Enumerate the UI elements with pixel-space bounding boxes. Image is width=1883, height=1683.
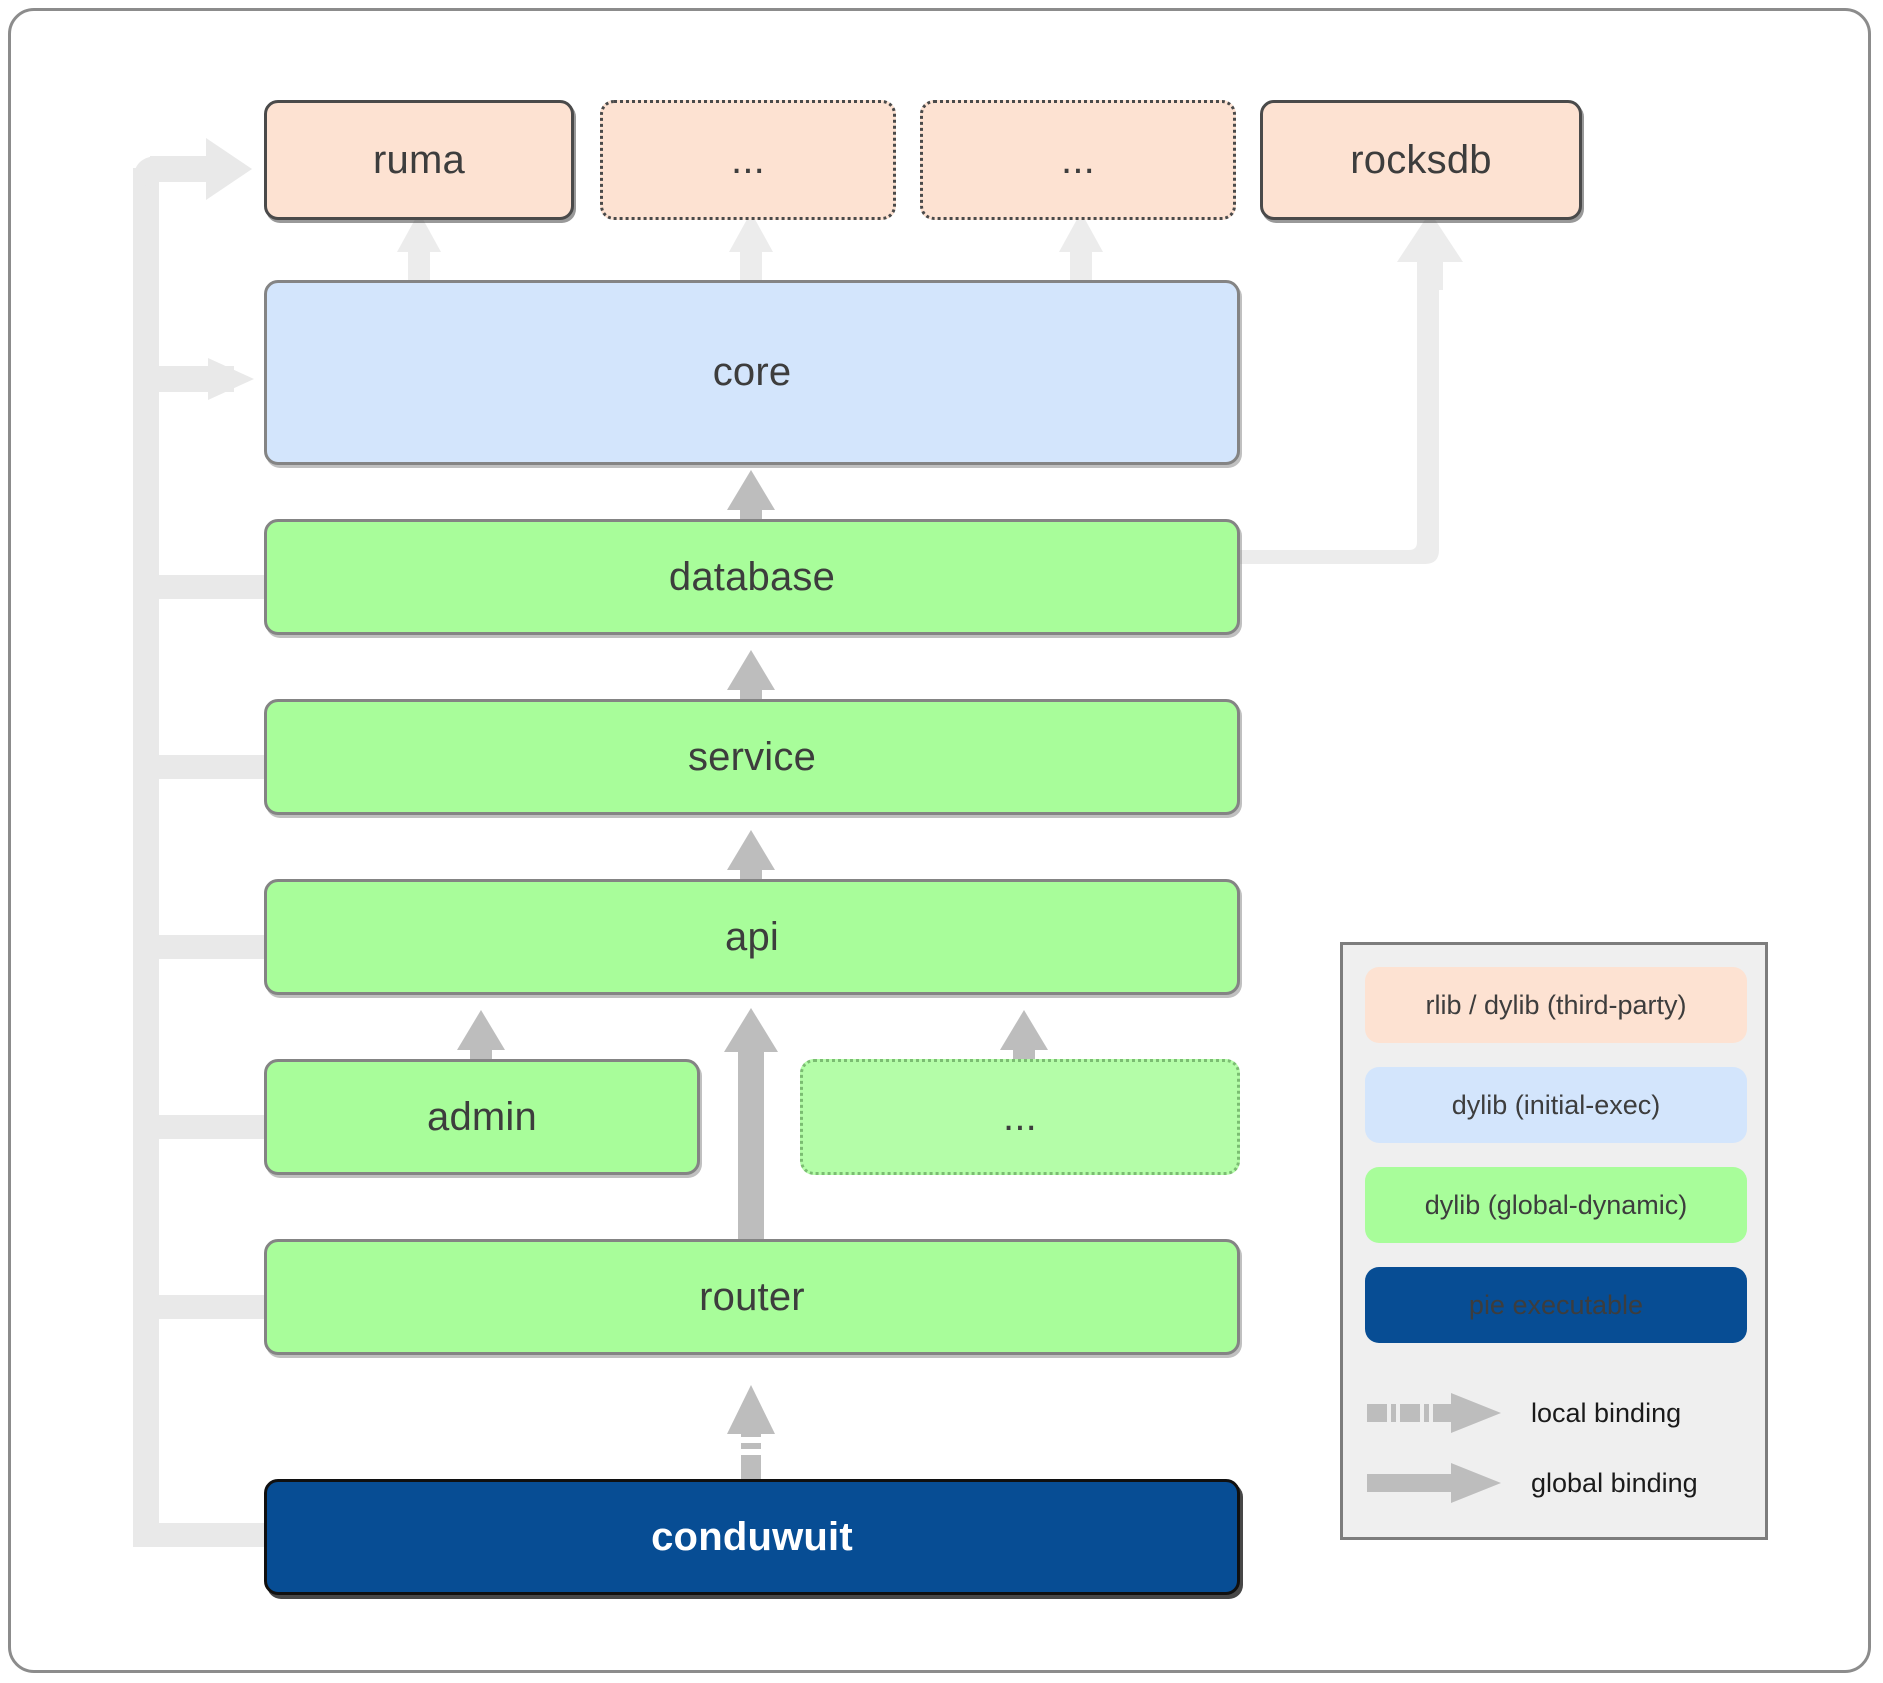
node-ellipsis-third-party-2[interactable]: ... <box>920 100 1236 220</box>
legend-panel: rlib / dylib (third-party) dylib (initia… <box>1340 942 1768 1540</box>
legend-row-local-binding: local binding <box>1365 1383 1755 1443</box>
local-binding-arrow-icon <box>1367 1393 1501 1433</box>
node-rocksdb[interactable]: rocksdb <box>1260 100 1582 220</box>
node-label: service <box>687 734 817 779</box>
legend-label-global-binding: global binding <box>1531 1467 1698 1498</box>
legend-chip-label: dylib (global-dynamic) <box>1424 1189 1688 1220</box>
node-label: rocksdb <box>1350 137 1492 182</box>
legend-chip-global-dynamic: dylib (global-dynamic) <box>1365 1167 1747 1243</box>
node-label: router <box>699 1274 805 1319</box>
node-conduwuit[interactable]: conduwuit <box>264 1479 1240 1595</box>
node-ellipsis-global-dynamic[interactable]: ... <box>800 1059 1240 1175</box>
legend-chip-label: pie executable <box>1468 1289 1644 1320</box>
legend-label-local-binding: local binding <box>1531 1397 1682 1428</box>
node-label: ... <box>1003 1094 1037 1139</box>
legend-chip-initial-exec: dylib (initial-exec) <box>1365 1067 1747 1143</box>
node-label: admin <box>427 1094 537 1139</box>
node-service[interactable]: service <box>264 699 1240 815</box>
node-ruma[interactable]: ruma <box>264 100 574 220</box>
node-label: ... <box>1061 137 1095 182</box>
node-label: ... <box>731 137 765 182</box>
node-core[interactable]: core <box>264 280 1240 465</box>
node-database[interactable]: database <box>264 519 1240 635</box>
node-admin[interactable]: admin <box>264 1059 700 1175</box>
node-ellipsis-third-party-1[interactable]: ... <box>600 100 896 220</box>
legend-row-global-binding: global binding <box>1365 1453 1755 1513</box>
legend-chip-label: dylib (initial-exec) <box>1451 1089 1661 1120</box>
node-label: ruma <box>373 137 465 182</box>
node-router[interactable]: router <box>264 1239 1240 1355</box>
global-binding-arrow-icon <box>1367 1463 1501 1503</box>
node-label: api <box>725 914 779 959</box>
legend-chip-pie-executable: pie executable <box>1365 1267 1747 1343</box>
node-api[interactable]: api <box>264 879 1240 995</box>
node-label: conduwuit <box>651 1514 853 1559</box>
legend-chip-third-party: rlib / dylib (third-party) <box>1365 967 1747 1043</box>
node-label: core <box>712 350 792 394</box>
legend-chip-label: rlib / dylib (third-party) <box>1425 989 1687 1020</box>
node-label: database <box>668 554 836 599</box>
